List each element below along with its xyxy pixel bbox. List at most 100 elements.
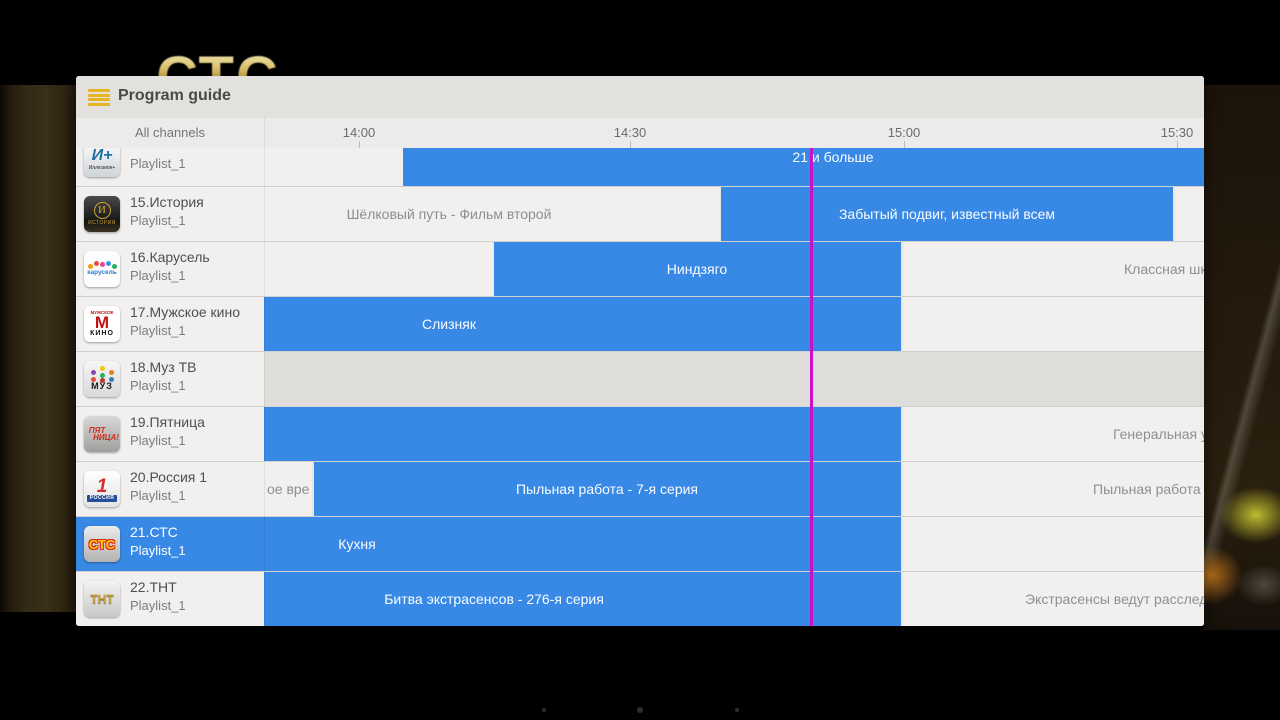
program-block[interactable] xyxy=(903,407,1204,461)
program-block[interactable] xyxy=(264,187,720,241)
program-block[interactable] xyxy=(494,242,901,296)
sts-logo-icon: СТС xyxy=(84,526,120,562)
channel-playlist: Playlist_1 xyxy=(130,268,186,283)
program-block[interactable] xyxy=(264,462,312,516)
grid-row: Слизняк xyxy=(264,297,1204,351)
program-title: Экстрасенсы ведут расследо xyxy=(1025,591,1204,607)
channel-name: 18.Муз ТВ xyxy=(130,359,197,375)
program-block[interactable] xyxy=(903,242,1204,296)
program-title: 21 и больше xyxy=(792,149,874,165)
channel-playlist: Playlist_1 xyxy=(130,433,186,448)
channel-playlist: Playlist_1 xyxy=(130,543,186,558)
logo-text: СТС xyxy=(88,536,116,552)
logo-text: КИНО xyxy=(90,330,114,338)
time-tick xyxy=(1177,141,1178,148)
program-title: Пыльная работа - 7-я серия xyxy=(515,481,699,497)
program-block[interactable] xyxy=(264,148,403,186)
time-tick xyxy=(630,141,631,148)
channel-name: 17.Мужское кино xyxy=(130,304,241,320)
channel-playlist: Playlist_1 xyxy=(130,323,186,338)
time-label: 15:00 xyxy=(887,125,921,140)
karusel-logo-icon: карусель xyxy=(84,251,120,287)
program-block[interactable] xyxy=(903,517,1204,571)
grid-row: Битва экстрасенсов - 276-я серия Экстрасе… xyxy=(264,572,1204,626)
grid-row: 21 и больше xyxy=(264,148,1204,186)
nav-hint-dot xyxy=(735,708,739,712)
program-block[interactable] xyxy=(721,187,1173,241)
program-block[interactable] xyxy=(264,242,493,296)
logo-text: 1 xyxy=(96,475,108,497)
logo-text: НИЦА! xyxy=(93,432,119,442)
logo-text: МУЖСКОЕ xyxy=(90,309,114,315)
hamburger-menu-icon[interactable] xyxy=(88,89,110,106)
channel-row[interactable]: ТНТ 22.ТНТ Playlist_1 xyxy=(76,572,264,626)
page-title: Program guide xyxy=(118,87,231,104)
dialog-header: Program guide xyxy=(76,76,1204,118)
channel-name: 19.Пятница xyxy=(130,414,205,430)
nav-hint-dot xyxy=(637,707,643,713)
program-block[interactable] xyxy=(264,297,901,351)
program-title: Забытый подвиг, известный всем xyxy=(838,206,1056,222)
background-video-right xyxy=(1204,85,1280,630)
nav-hint-dot xyxy=(542,708,546,712)
logo-text: ТНТ xyxy=(90,592,114,606)
illuzion-logo-icon: И+Иллюзион+ xyxy=(84,148,120,177)
program-title: Генеральная уб xyxy=(1113,426,1204,442)
program-block[interactable] xyxy=(264,352,1204,406)
program-title: Кухня xyxy=(338,536,376,552)
program-title: Ниндзяго xyxy=(666,261,728,277)
tnt-logo-icon: ТНТ xyxy=(84,581,120,617)
background-video-left xyxy=(0,85,76,612)
program-block[interactable] xyxy=(314,462,901,516)
program-block[interactable] xyxy=(403,148,1204,186)
time-label: 15:30 xyxy=(1160,125,1194,140)
program-block[interactable] xyxy=(903,462,1204,516)
channel-row[interactable]: МУЗ 18.Муз ТВ Playlist_1 xyxy=(76,352,264,406)
channel-name: 22.ТНТ xyxy=(130,579,177,595)
program-title: Шёлковый путь - Фильм второй xyxy=(346,206,552,222)
logo-text: М xyxy=(94,313,110,333)
logo-text: И xyxy=(93,202,111,219)
program-block[interactable] xyxy=(903,572,1204,626)
time-tick xyxy=(904,141,905,148)
program-block[interactable] xyxy=(1175,187,1204,241)
program-block[interactable] xyxy=(264,407,901,461)
channel-name: 15.История xyxy=(130,194,204,210)
program-block[interactable] xyxy=(264,572,901,626)
grid-row: Кухня xyxy=(264,517,1204,571)
channel-playlist: Playlist_1 xyxy=(130,213,186,228)
channel-row[interactable]: СТС 21.СТС Playlist_1 xyxy=(76,517,264,571)
channel-name: 16.Карусель xyxy=(130,249,210,265)
channel-name: 20.Россия 1 xyxy=(130,469,208,485)
program-block[interactable] xyxy=(264,517,901,571)
channel-name: 21.СТС xyxy=(130,524,178,540)
all-channels-label: All channels xyxy=(134,125,206,140)
channel-playlist: Playlist_1 xyxy=(130,488,186,503)
logo-text: Иллюзион+ xyxy=(88,164,116,171)
channel-playlist: Playlist_1 xyxy=(130,378,186,393)
channel-row[interactable]: И+Иллюзион+Playlist_1 xyxy=(76,148,264,186)
program-title: Битва экстрасенсов - 276-я серия xyxy=(384,591,604,607)
program-title: ое вре xyxy=(267,481,310,497)
logo-text: И+ xyxy=(91,148,113,164)
grid-row: Шёлковый путь - Фильм второй Забытый подв… xyxy=(264,187,1204,241)
logo-text: МУЗ xyxy=(91,381,113,391)
channel-playlist: Playlist_1 xyxy=(130,598,186,613)
current-time-indicator xyxy=(810,148,813,626)
logo-text: ПЯТ xyxy=(88,425,106,435)
program-block[interactable] xyxy=(903,297,1204,351)
